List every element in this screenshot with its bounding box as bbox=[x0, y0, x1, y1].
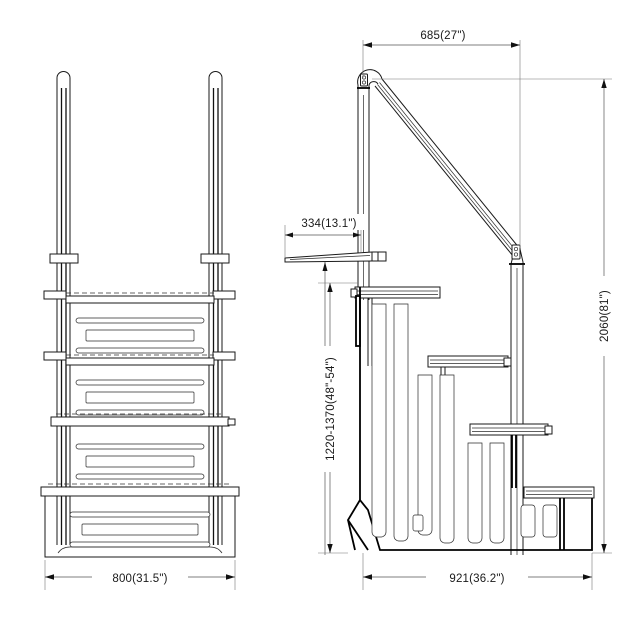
front-tread-1 bbox=[66, 292, 214, 354]
side-platform-lip bbox=[285, 252, 386, 262]
dimension-label-platform-lip-depth: 334(13.1") bbox=[301, 218, 356, 230]
side-tread-4 bbox=[524, 487, 594, 550]
front-side-lugs-left bbox=[44, 291, 66, 360]
dimension-label-front-width: 800(31.5") bbox=[112, 573, 167, 585]
dimension-side-depth: 921(36.2") bbox=[362, 553, 593, 590]
front-side-lugs-right bbox=[213, 291, 235, 360]
dimension-overall-height: 2060(81") bbox=[372, 78, 612, 554]
dimension-label-handrail-reach: 685(27") bbox=[420, 30, 465, 42]
side-elevation-view: 685(27") 334(13.1") 1220-1370(48"-54") bbox=[285, 26, 612, 590]
front-tread-3 bbox=[51, 413, 235, 480]
dimension-handrail-reach: 685(27") bbox=[362, 26, 521, 248]
dimension-platform-lip-depth: 334(13.1") bbox=[284, 214, 367, 555]
side-internal-ribs bbox=[371, 303, 558, 544]
front-tread-4 bbox=[41, 483, 239, 548]
dimension-label-overall-height: 2060(81") bbox=[599, 290, 611, 342]
dimension-label-side-depth: 921(36.2") bbox=[449, 573, 504, 585]
dimension-front-width: 800(31.5") bbox=[44, 560, 236, 590]
dimension-adjustable-height: 1220-1370(48"-54") bbox=[318, 282, 358, 554]
dimension-label-adjustable-height: 1220-1370(48"-54") bbox=[325, 357, 337, 461]
side-handrail-assembly bbox=[357, 70, 525, 555]
front-elevation-view: 800(31.5") bbox=[41, 72, 239, 590]
side-tread-3 bbox=[470, 424, 552, 488]
front-base-outline bbox=[45, 496, 235, 557]
front-tread-2 bbox=[66, 354, 214, 416]
front-handrail-collars bbox=[50, 254, 229, 263]
